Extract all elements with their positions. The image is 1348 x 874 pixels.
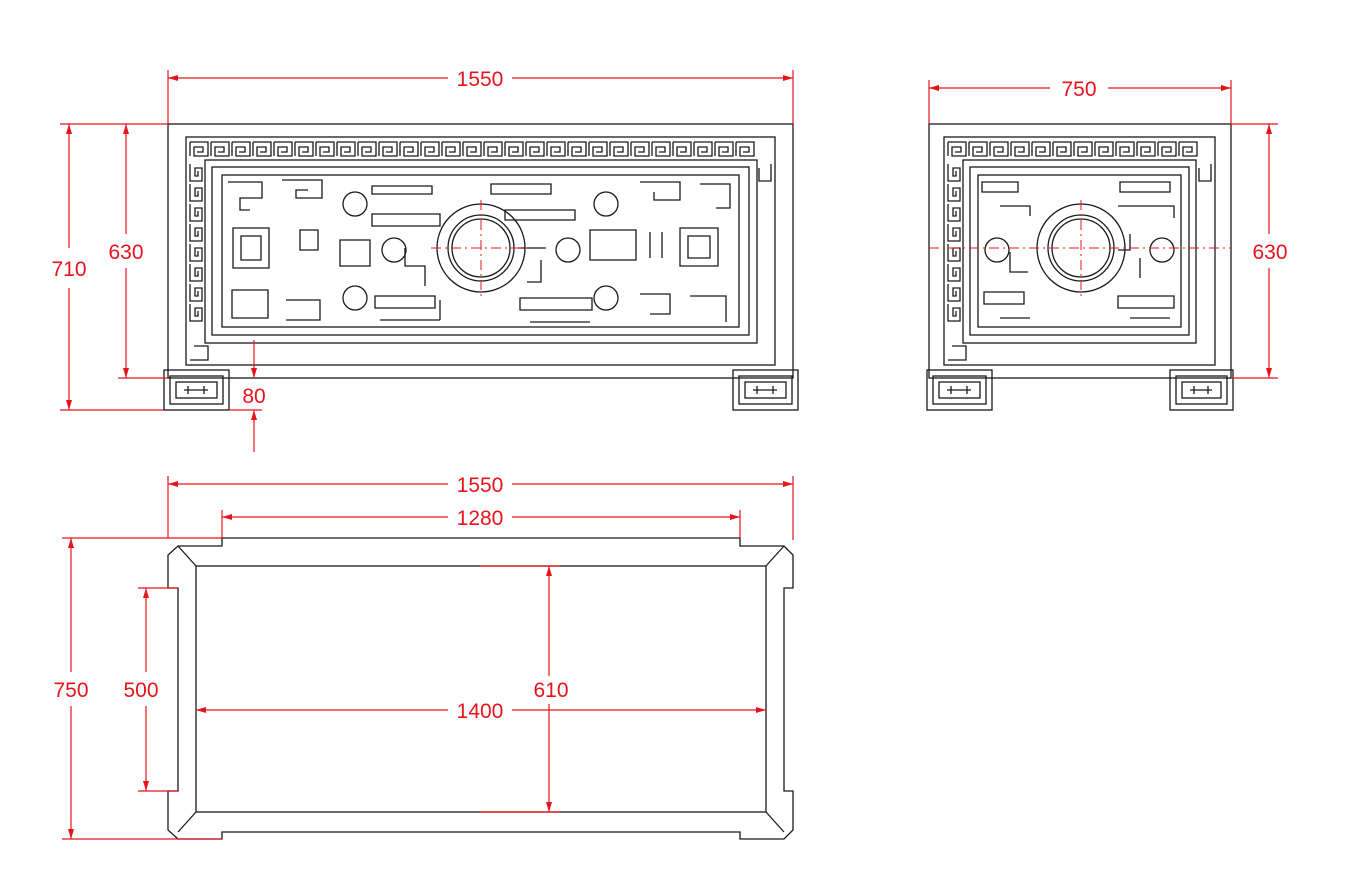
front-fret-bottom [190, 345, 209, 361]
front-fret-border-inner [204, 159, 758, 344]
side-fret-bottom [948, 345, 967, 361]
top-miter-tl [177, 545, 197, 567]
side-panel-height-label: 630 [1252, 241, 1287, 264]
carving-scroll [981, 181, 1031, 216]
carving-scroll [299, 229, 371, 267]
carving-scroll [679, 227, 719, 267]
front-center-panel [211, 166, 750, 336]
side-boss-1 [984, 237, 1010, 263]
front-total-height-label: 710 [51, 258, 86, 281]
side-fret-top [947, 141, 1198, 157]
top-outer-outline [167, 537, 794, 840]
carving-scroll [700, 183, 731, 209]
top-outer-width-label: 1550 [457, 474, 504, 497]
front-carving-pattern [228, 179, 731, 323]
front-centerlines [431, 200, 531, 296]
side-width-label: 750 [1061, 78, 1096, 101]
side-center-panel [969, 166, 1190, 336]
carving-scroll [1117, 295, 1175, 319]
carving-scroll [519, 297, 593, 323]
fret-motif [948, 345, 967, 361]
front-fret-left [189, 164, 203, 322]
fret-motif [1198, 164, 1212, 182]
side-fret-border-inner [962, 159, 1197, 344]
carving-scroll [589, 229, 663, 261]
fret-motif [947, 164, 961, 322]
side-fret-right [1198, 164, 1212, 182]
front-fret-top [189, 141, 755, 157]
top-outer-depth-label: 750 [53, 679, 88, 702]
top-miter-bl [177, 811, 197, 833]
side-center-panel-inner [977, 174, 1182, 328]
fret-motif [189, 164, 203, 322]
front-outer-frame [167, 123, 794, 379]
front-foot-right [732, 369, 799, 411]
fret-motif [190, 345, 209, 361]
front-boss-5 [381, 237, 407, 263]
carving-scroll [282, 179, 323, 199]
top-miter-br [765, 811, 785, 833]
dimension-arrows [66, 75, 1272, 839]
side-boss-2 [1149, 237, 1175, 263]
front-foot-height-label: 80 [242, 385, 265, 408]
fret-motif [947, 141, 1198, 157]
top-side-rail-label: 500 [123, 679, 158, 702]
front-boss-4 [593, 285, 619, 311]
carving-scroll [228, 181, 263, 211]
front-panel-height-label: 630 [108, 241, 143, 264]
carving-scroll [983, 291, 1030, 319]
side-carving-pattern [981, 181, 1175, 319]
carving-scroll [640, 181, 681, 201]
top-rail-width-label: 1280 [457, 507, 504, 530]
fret-motif [758, 164, 772, 182]
side-foot-left [926, 369, 993, 411]
top-view [167, 537, 794, 840]
carving-scroll [1118, 234, 1141, 278]
top-inner-width-label: 1400 [457, 700, 504, 723]
side-fret-border-outer [943, 136, 1216, 366]
carving-scroll [518, 247, 546, 283]
side-foot-right [1169, 369, 1234, 411]
front-fret-right [758, 164, 772, 182]
carving-scroll [232, 227, 270, 269]
front-view [163, 123, 799, 411]
front-boss-2 [593, 191, 619, 217]
carving-scroll [231, 289, 321, 321]
carving-scroll [404, 248, 441, 320]
carving-scroll [1009, 252, 1028, 273]
carving-scroll [640, 293, 727, 322]
top-inner-depth-label: 610 [533, 679, 568, 702]
side-outer-frame [928, 123, 1232, 379]
side-centerlines [929, 200, 1231, 296]
front-center-panel-inner [221, 174, 740, 328]
dimensions [60, 70, 1278, 840]
front-fret-border-outer [185, 136, 776, 366]
carving-scroll [1118, 181, 1175, 218]
side-view [926, 123, 1234, 411]
front-boss-6 [555, 237, 581, 263]
side-fret-left [947, 164, 961, 322]
front-boss-1 [342, 191, 368, 217]
front-boss-3 [342, 285, 368, 311]
front-foot-left [163, 369, 230, 411]
top-miter-tr [765, 545, 785, 567]
carving-scroll [490, 183, 576, 221]
top-inner-well [195, 565, 767, 813]
carving-scroll [374, 295, 440, 321]
fret-motif [189, 141, 755, 157]
front-width-label: 1550 [457, 68, 504, 91]
carving-scroll [371, 185, 441, 227]
